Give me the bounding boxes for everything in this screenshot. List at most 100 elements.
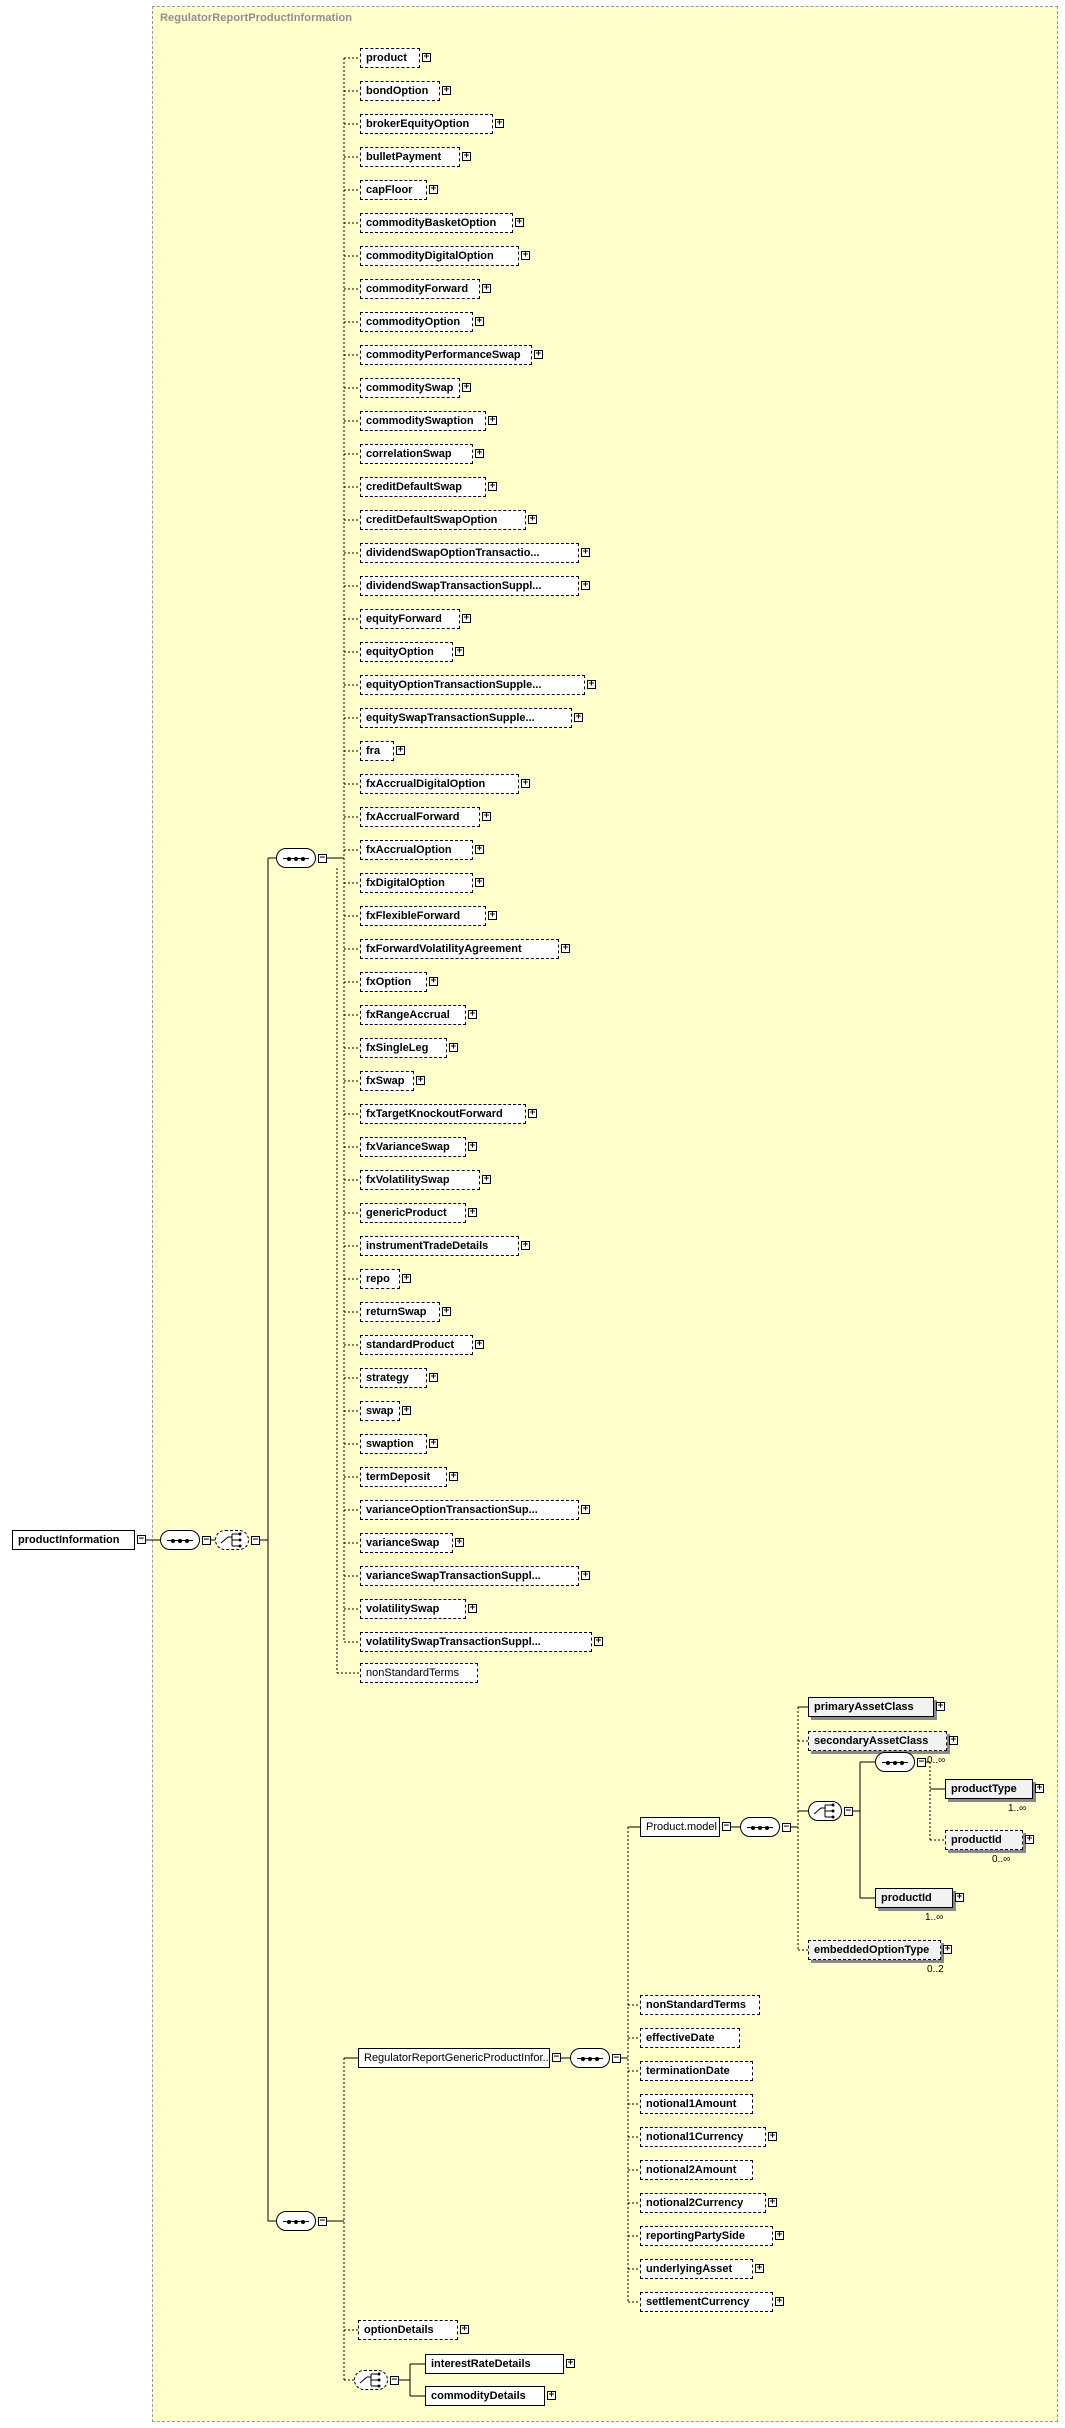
choice-item-element[interactable]: returnSwap <box>360 1302 440 1322</box>
expand-icon[interactable]: + <box>521 1240 530 1250</box>
expand-icon[interactable]: + <box>475 1339 484 1349</box>
collapse-icon[interactable]: − <box>844 1806 853 1816</box>
choice-item-element[interactable]: equitySwapTransactionSupple... <box>360 708 572 728</box>
expand-icon[interactable]: + <box>482 283 491 293</box>
sequence-compositor[interactable] <box>740 1817 780 1837</box>
choice-item-element[interactable]: capFloor <box>360 180 427 200</box>
collapse-icon[interactable]: − <box>251 1535 260 1545</box>
choice-item-element[interactable]: fxAccrualOption <box>360 840 473 860</box>
choice-item-element[interactable]: creditDefaultSwap <box>360 477 486 497</box>
sequence-compositor[interactable] <box>276 2211 316 2231</box>
expand-icon[interactable]: + <box>475 844 484 854</box>
expand-icon[interactable]: + <box>936 1701 945 1711</box>
expand-icon[interactable]: + <box>442 1306 451 1316</box>
expand-icon[interactable]: + <box>402 1273 411 1283</box>
expand-icon[interactable]: + <box>581 1504 590 1514</box>
choice-item-element[interactable]: bulletPayment <box>360 147 460 167</box>
choice-item-element[interactable]: product <box>360 48 420 68</box>
expand-icon[interactable]: + <box>475 316 484 326</box>
choice-item-element[interactable]: commodityBasketOption <box>360 213 513 233</box>
expand-icon[interactable]: + <box>422 52 431 62</box>
expand-icon[interactable]: + <box>462 613 471 623</box>
expand-icon[interactable]: + <box>534 349 543 359</box>
expand-icon[interactable]: + <box>547 2390 556 2400</box>
expand-icon[interactable]: + <box>566 2358 575 2368</box>
expand-icon[interactable]: + <box>475 448 484 458</box>
expand-icon[interactable]: + <box>943 1944 952 1954</box>
option-details-element[interactable]: optionDetails <box>358 2320 458 2340</box>
expand-icon[interactable]: + <box>528 1108 537 1118</box>
choice-item-element[interactable]: commodityPerformanceSwap <box>360 345 532 365</box>
choice-item-element[interactable]: genericProduct <box>360 1203 466 1223</box>
expand-icon[interactable]: + <box>468 1207 477 1217</box>
expand-icon[interactable]: + <box>581 1570 590 1580</box>
collapse-icon[interactable]: − <box>318 2216 327 2226</box>
choice-item-element[interactable]: swap <box>360 1401 400 1421</box>
non-standard-terms-element[interactable]: nonStandardTerms <box>360 1663 478 1683</box>
choice-item-element[interactable]: termDeposit <box>360 1467 447 1487</box>
generic-tail-element[interactable]: nonStandardTerms <box>640 1995 760 2015</box>
expand-icon[interactable]: + <box>955 1892 964 1902</box>
choice-item-element[interactable]: dividendSwapTransactionSuppl... <box>360 576 579 596</box>
expand-icon[interactable]: + <box>521 250 530 260</box>
expand-icon[interactable]: + <box>482 1174 491 1184</box>
choice-item-element[interactable]: volatilitySwap <box>360 1599 466 1619</box>
choice-item-element[interactable]: fxVolatilitySwap <box>360 1170 480 1190</box>
choice-item-element[interactable]: fxOption <box>360 972 427 992</box>
expand-icon[interactable]: + <box>462 382 471 392</box>
choice-item-element[interactable]: fra <box>360 741 394 761</box>
choice-item-element[interactable]: varianceOptionTransactionSup... <box>360 1500 579 1520</box>
expand-icon[interactable]: + <box>429 976 438 986</box>
secondary-asset-class-element[interactable]: secondaryAssetClass <box>808 1731 947 1751</box>
expand-icon[interactable]: + <box>468 1141 477 1151</box>
expand-icon[interactable]: + <box>488 910 497 920</box>
expand-icon[interactable]: + <box>755 2263 764 2273</box>
choice-item-element[interactable]: correlationSwap <box>360 444 473 464</box>
expand-icon[interactable]: + <box>775 2230 784 2240</box>
sequence-compositor[interactable] <box>570 2048 610 2068</box>
choice-compositor[interactable] <box>808 1801 842 1821</box>
choice-item-element[interactable]: instrumentTradeDetails <box>360 1236 519 1256</box>
product-id-optional-element[interactable]: productId <box>945 1830 1023 1850</box>
choice-item-element[interactable]: brokerEquityOption <box>360 114 493 134</box>
choice-item-element[interactable]: fxForwardVolatilityAgreement <box>360 939 559 959</box>
expand-icon[interactable]: + <box>429 1438 438 1448</box>
sequence-compositor[interactable] <box>160 1530 200 1550</box>
expand-icon[interactable]: + <box>561 943 570 953</box>
expand-icon[interactable]: + <box>521 778 530 788</box>
expand-icon[interactable]: + <box>495 118 504 128</box>
choice-item-element[interactable]: fxTargetKnockoutForward <box>360 1104 526 1124</box>
expand-icon[interactable]: + <box>528 514 537 524</box>
root-element[interactable]: productInformation <box>12 1530 135 1550</box>
choice-item-element[interactable]: varianceSwap <box>360 1533 453 1553</box>
choice-item-element[interactable]: standardProduct <box>360 1335 473 1355</box>
expand-icon[interactable]: + <box>488 415 497 425</box>
choice-item-element[interactable]: fxSwap <box>360 1071 414 1091</box>
product-model-group[interactable]: Product.model <box>640 1817 720 1837</box>
choice-item-element[interactable]: fxRangeAccrual <box>360 1005 466 1025</box>
choice-item-element[interactable]: commoditySwaption <box>360 411 486 431</box>
sequence-compositor[interactable] <box>875 1752 915 1772</box>
interest-rate-details-element[interactable]: interestRateDetails <box>425 2354 564 2374</box>
expand-icon[interactable]: + <box>775 2296 784 2306</box>
expand-icon[interactable]: + <box>488 481 497 491</box>
collapse-icon[interactable]: − <box>552 2052 561 2062</box>
choice-item-element[interactable]: fxFlexibleForward <box>360 906 486 926</box>
choice-item-element[interactable]: equityForward <box>360 609 460 629</box>
expand-icon[interactable]: + <box>482 811 491 821</box>
generic-tail-element[interactable]: notional2Currency <box>640 2193 766 2213</box>
generic-tail-element[interactable]: notional2Amount <box>640 2160 753 2180</box>
expand-icon[interactable]: + <box>429 184 438 194</box>
expand-icon[interactable]: + <box>402 1405 411 1415</box>
expand-icon[interactable]: + <box>587 679 596 689</box>
expand-icon[interactable]: + <box>455 1537 464 1547</box>
expand-icon[interactable]: + <box>475 877 484 887</box>
choice-item-element[interactable]: fxAccrualForward <box>360 807 480 827</box>
product-id-element[interactable]: productId <box>875 1888 953 1908</box>
expand-icon[interactable]: + <box>442 85 451 95</box>
expand-icon[interactable]: + <box>455 646 464 656</box>
expand-icon[interactable]: + <box>581 547 590 557</box>
choice-item-element[interactable]: commodityOption <box>360 312 473 332</box>
choice-item-element[interactable]: commoditySwap <box>360 378 460 398</box>
sequence-compositor[interactable] <box>276 848 316 868</box>
